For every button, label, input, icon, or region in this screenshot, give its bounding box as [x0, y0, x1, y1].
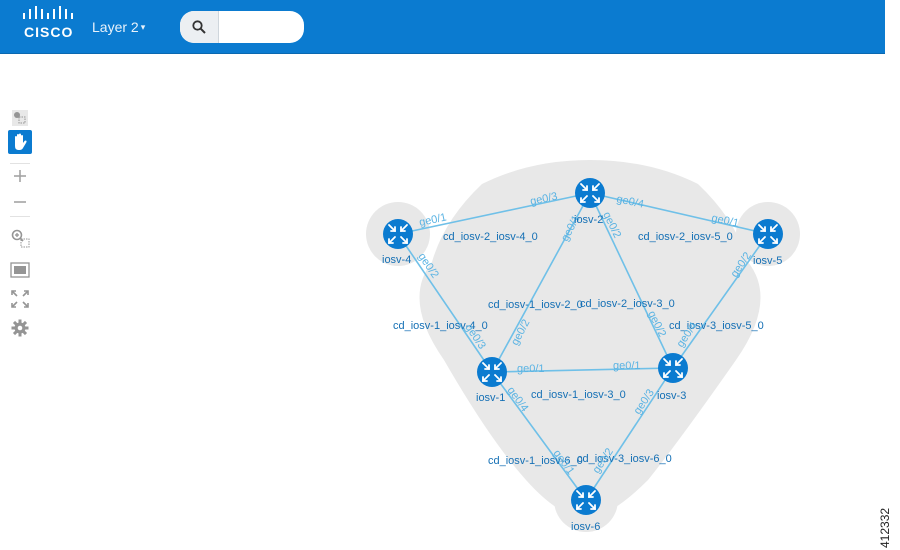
port-label: ge0/4 [615, 193, 644, 210]
node-iosv-5[interactable]: iosv-5 [752, 218, 784, 267]
cisco-logo: CISCO [19, 6, 79, 46]
node-iosv-6[interactable]: iosv-6 [570, 484, 602, 533]
link-label: cd_iosv-2_iosv-5_0 [638, 231, 733, 243]
zoom-selection-button[interactable] [8, 226, 32, 250]
port-label: ge0/1 [710, 212, 739, 229]
zoom-in-button[interactable] [8, 164, 32, 188]
link-label: cd_iosv-1_iosv-4_0 [393, 320, 488, 332]
link-labels: cd_iosv-2_iosv-4_0 cd_iosv-2_iosv-5_0 cd… [393, 231, 764, 467]
gear-icon [11, 319, 29, 337]
router-icon [570, 484, 602, 516]
link-iosv3-iosv5[interactable] [672, 233, 769, 369]
topology-links [397, 192, 769, 501]
node-label: iosv-5 [753, 255, 782, 267]
select-icon [12, 110, 28, 126]
router-icon [574, 177, 606, 209]
port-label: ge0/1 [613, 360, 641, 372]
link-iosv2-iosv4[interactable] [397, 192, 591, 235]
port-label: ge0/1 [418, 211, 447, 228]
settings-button[interactable] [8, 316, 32, 340]
zoom-out-button[interactable] [8, 190, 32, 214]
fullscreen-icon [11, 290, 29, 308]
minus-icon [14, 201, 26, 203]
toolbar-divider [10, 163, 30, 164]
port-label: ge0/3 [529, 190, 558, 207]
link-label: cd_iosv-3_iosv-5_0 [669, 320, 764, 332]
link-iosv2-iosv3[interactable] [589, 192, 674, 369]
node-label: iosv-3 [657, 390, 686, 402]
link-iosv3-iosv6[interactable] [585, 367, 674, 501]
layer-dropdown[interactable]: Layer 2▾ [92, 19, 145, 35]
search-input[interactable] [220, 15, 302, 39]
search-box [180, 11, 304, 43]
caret-down-icon: ▾ [140, 22, 146, 32]
port-label: ge0/1 [517, 363, 545, 375]
fullscreen-button[interactable] [8, 287, 32, 311]
zoom-region-icon [11, 229, 30, 248]
router-icon [752, 218, 784, 250]
node-label: iosv-1 [476, 392, 505, 404]
node-label: iosv-4 [382, 254, 411, 266]
plus-icon [14, 170, 26, 182]
node-iosv-3[interactable]: iosv-3 [657, 352, 689, 402]
cisco-logo-text: CISCO [24, 24, 74, 40]
link-label: cd_iosv-1_iosv-6_0 [488, 455, 583, 467]
hand-icon [15, 133, 27, 150]
search-icon [192, 20, 206, 34]
fit-screen-icon [10, 262, 30, 278]
router-icon [476, 356, 508, 388]
node-iosv-2[interactable]: iosv-2 [574, 177, 606, 226]
cisco-bars-icon [23, 6, 73, 19]
fit-to-screen-button[interactable] [8, 258, 32, 282]
link-iosv1-iosv3[interactable] [491, 367, 674, 373]
layer-dropdown-label: Layer 2 [92, 19, 139, 35]
link-iosv2-iosv5[interactable] [589, 192, 769, 235]
node-iosv-4[interactable]: iosv-4 [382, 218, 414, 266]
figure-number: 412332 [878, 507, 892, 548]
link-label: cd_iosv-1_iosv-3_0 [531, 389, 626, 401]
select-tool[interactable] [8, 106, 32, 130]
pan-tool[interactable] [8, 130, 32, 154]
top-navigation-bar: CISCO Layer 2▾ [0, 0, 885, 54]
router-icon [657, 352, 689, 384]
node-iosv-1[interactable]: iosv-1 [476, 356, 508, 404]
router-icon [382, 218, 414, 250]
node-label: iosv-6 [571, 521, 600, 533]
link-iosv1-iosv6[interactable] [491, 371, 587, 501]
search-button[interactable] [180, 11, 219, 43]
link-label: cd_iosv-3_iosv-6_0 [577, 453, 672, 465]
link-label: cd_iosv-2_iosv-3_0 [580, 298, 675, 310]
node-label: iosv-2 [574, 214, 603, 226]
link-iosv1-iosv4[interactable] [397, 233, 493, 373]
link-label: cd_iosv-1_iosv-2_0 [488, 299, 583, 311]
toolbar-divider [10, 216, 30, 217]
topology-group-hull [419, 160, 761, 518]
link-iosv1-iosv2[interactable] [491, 192, 591, 373]
link-label: cd_iosv-2_iosv-4_0 [443, 231, 538, 243]
